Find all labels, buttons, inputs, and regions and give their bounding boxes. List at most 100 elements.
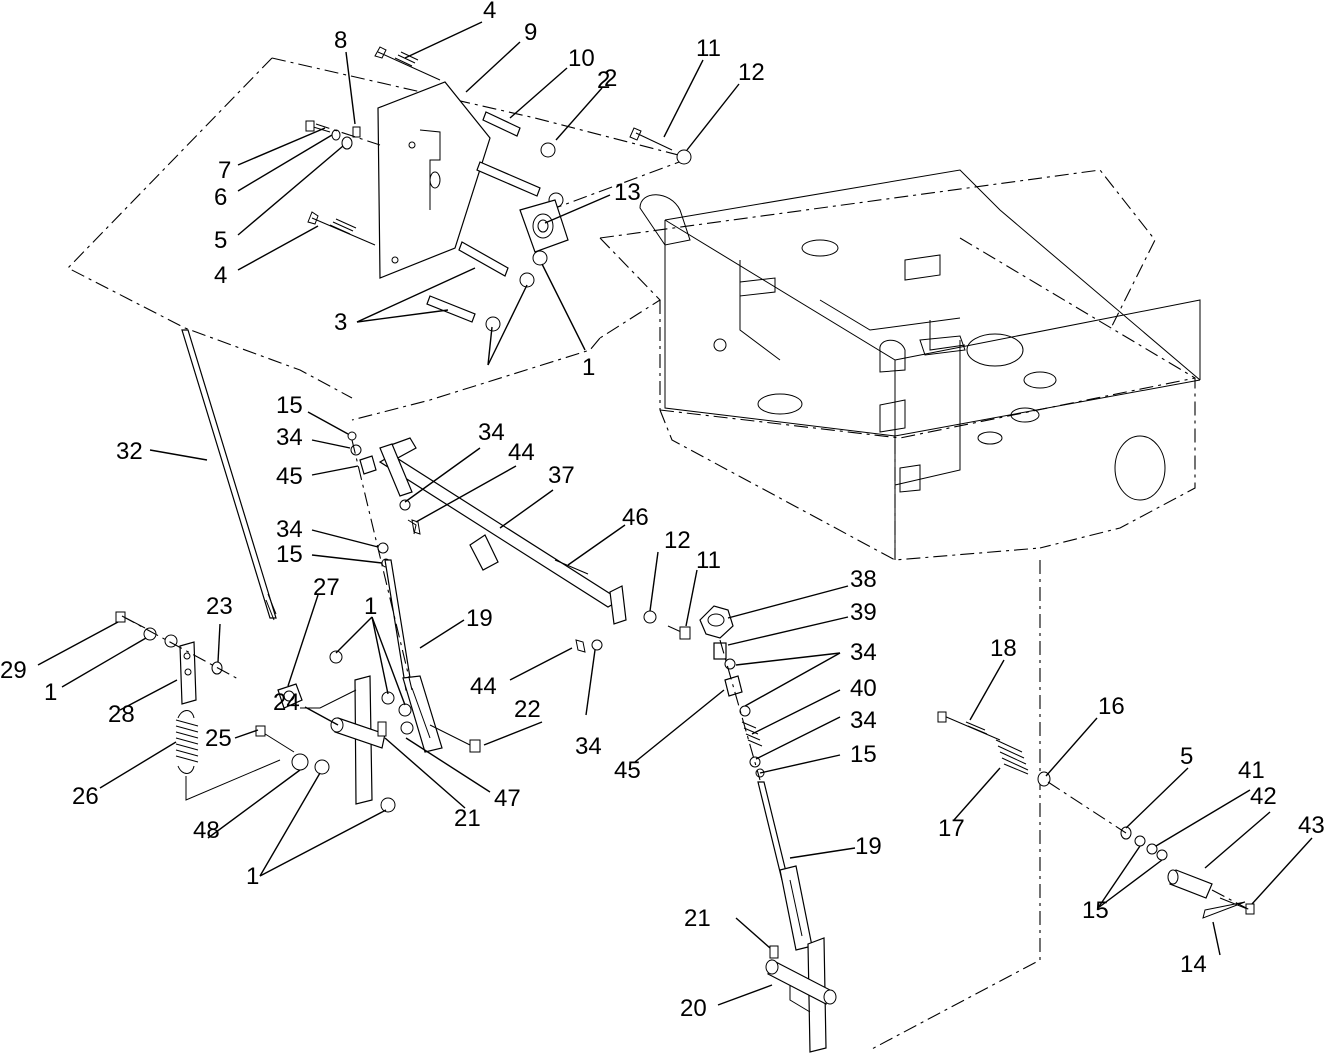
washer-15-a (1134, 835, 1146, 847)
rod-19-left (384, 559, 443, 753)
washer-41 (1146, 843, 1158, 855)
callout-12: 12 (664, 527, 691, 554)
callout-2: 2 (604, 65, 617, 92)
callout-24: 24 (273, 689, 300, 716)
callout-1: 1 (246, 863, 259, 890)
washer-6 (331, 129, 341, 141)
washer-15-b (1156, 849, 1168, 861)
callout-45: 45 (614, 757, 641, 784)
plate-28 (179, 641, 197, 705)
set-screw-21-left (377, 721, 387, 737)
spacer-42 (1167, 869, 1213, 899)
bolt-18 (937, 711, 1001, 741)
bolt-11-mid (667, 625, 691, 640)
callout-11: 11 (696, 547, 721, 574)
callout-10: 10 (568, 45, 595, 72)
callout-38: 38 (850, 566, 877, 593)
small-bolt-7 (305, 120, 331, 133)
rod-19-right (757, 781, 813, 951)
nut-39 (713, 642, 727, 660)
spring-17 (995, 739, 1029, 775)
callout-18: 18 (990, 635, 1017, 662)
callout-45: 45 (276, 463, 303, 490)
callout-34: 34 (478, 419, 505, 446)
mounting-plate (377, 81, 491, 279)
callout-26: 26 (72, 783, 99, 810)
callout-39: 39 (850, 599, 877, 626)
bracket-20 (765, 937, 837, 1053)
callout-numbers: 4981021112765134321153445344437323415461… (0, 0, 1325, 1022)
callout-1: 1 (364, 593, 377, 620)
callout-34: 34 (850, 707, 877, 734)
spring-26 (175, 710, 281, 801)
spring-40 (741, 721, 763, 747)
callout-19: 19 (855, 833, 882, 860)
callout-14: 14 (1180, 951, 1207, 978)
bolt-11-top (629, 127, 673, 151)
callout-29: 29 (0, 657, 27, 684)
callout-28: 28 (108, 701, 135, 728)
callout-37: 37 (548, 462, 575, 489)
phantom-bracket-outline (67, 57, 692, 399)
callout-25: 25 (205, 725, 232, 752)
callout-6: 6 (214, 184, 227, 211)
cotter-pins-44 (411, 519, 586, 653)
bolt-22 (429, 724, 481, 753)
callout-5: 5 (1180, 743, 1193, 770)
callout-42: 42 (1250, 783, 1277, 810)
spacers-and-nuts (426, 111, 564, 332)
callout-43: 43 (1298, 812, 1325, 839)
callout-46: 46 (622, 504, 649, 531)
callout-34: 34 (276, 516, 303, 543)
set-screw-8 (352, 126, 361, 138)
callout-40: 40 (850, 675, 877, 702)
leader-lines (37, 21, 1313, 1006)
callout-11: 11 (696, 35, 721, 62)
callout-9: 9 (524, 19, 537, 46)
linkage-rod-32 (181, 329, 277, 621)
callout-12: 12 (738, 59, 765, 86)
callout-44: 44 (508, 439, 535, 466)
callout-15: 15 (276, 392, 303, 419)
bolt-long-top (374, 46, 441, 81)
callout-1: 1 (44, 679, 57, 706)
clevis-27 (277, 683, 303, 709)
flange-bearing (519, 199, 569, 253)
nut-48 (291, 753, 309, 771)
callout-17: 17 (938, 815, 965, 842)
callout-21: 21 (454, 805, 481, 832)
lever-bracket-24 (300, 675, 386, 805)
main-shaft-37 (378, 437, 627, 625)
set-screw-21-right (769, 945, 779, 959)
callout-47: 47 (494, 785, 521, 812)
callout-16: 16 (1098, 693, 1125, 720)
callout-5: 5 (214, 227, 227, 254)
callout-1: 1 (582, 354, 595, 381)
callout-8: 8 (334, 27, 347, 54)
washer-12-top (676, 149, 692, 165)
washer-5 (341, 136, 353, 150)
callout-7: 7 (218, 157, 231, 184)
callout-19: 19 (466, 605, 493, 632)
callout-4: 4 (214, 262, 227, 289)
bolt-long-bottom (307, 211, 376, 246)
callout-2: 2 (597, 67, 610, 94)
washer-12-mid (643, 610, 657, 624)
callout-44: 44 (470, 673, 497, 700)
callout-13: 13 (614, 179, 641, 206)
callout-4: 4 (483, 0, 496, 24)
callout-41: 41 (1238, 757, 1265, 784)
knob-38 (699, 605, 734, 639)
washers-1-left (143, 627, 414, 813)
center-lines (121, 123, 1251, 911)
callout-3: 3 (334, 309, 347, 336)
callout-34: 34 (276, 424, 303, 451)
hairpin-14 (1202, 901, 1246, 919)
callout-20: 20 (680, 995, 707, 1022)
callout-15: 15 (1082, 897, 1109, 924)
callout-27: 27 (313, 574, 340, 601)
pin-43 (1219, 897, 1255, 915)
callout-21: 21 (684, 905, 711, 932)
callout-15: 15 (276, 541, 303, 568)
